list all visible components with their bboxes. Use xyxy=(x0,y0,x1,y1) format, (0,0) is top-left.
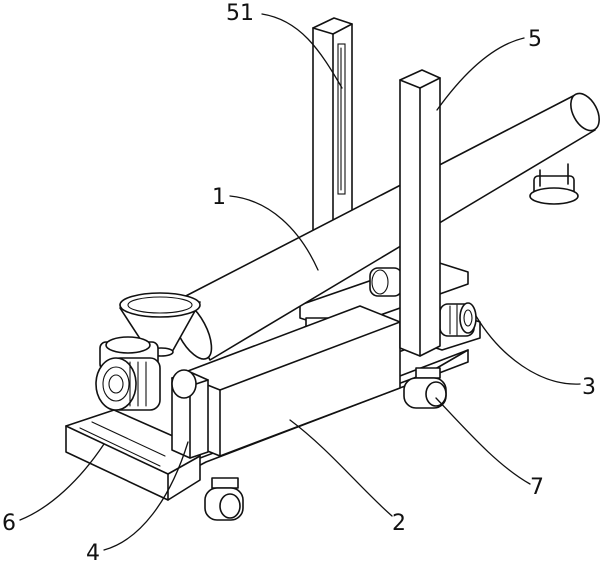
label-7: 7 xyxy=(530,475,544,500)
drive-motor xyxy=(95,336,161,411)
leader-6 xyxy=(19,443,105,521)
rear-post xyxy=(312,17,353,237)
leader-7 xyxy=(435,397,531,485)
leader-5 xyxy=(436,37,525,111)
leader-4 xyxy=(103,441,189,551)
right-bearing xyxy=(439,302,477,337)
label-4: 4 xyxy=(86,541,100,566)
leader-1 xyxy=(229,195,319,271)
caster-front-left xyxy=(204,477,244,521)
leader-51 xyxy=(261,13,343,89)
label-51: 51 xyxy=(226,1,254,26)
main-pipe xyxy=(171,92,600,361)
label-5: 5 xyxy=(528,27,542,52)
front-post xyxy=(399,69,441,357)
leader-2 xyxy=(289,419,393,517)
label-1: 1 xyxy=(212,185,226,210)
bracket-post xyxy=(171,369,209,459)
caster-front-right xyxy=(403,367,447,409)
leader-3 xyxy=(475,315,581,385)
leader-lines xyxy=(19,13,581,551)
label-3: 3 xyxy=(582,375,596,400)
rear-bearing xyxy=(369,267,403,297)
label-2: 2 xyxy=(392,511,406,536)
label-6: 6 xyxy=(2,511,16,536)
hopper-funnel xyxy=(119,292,201,357)
